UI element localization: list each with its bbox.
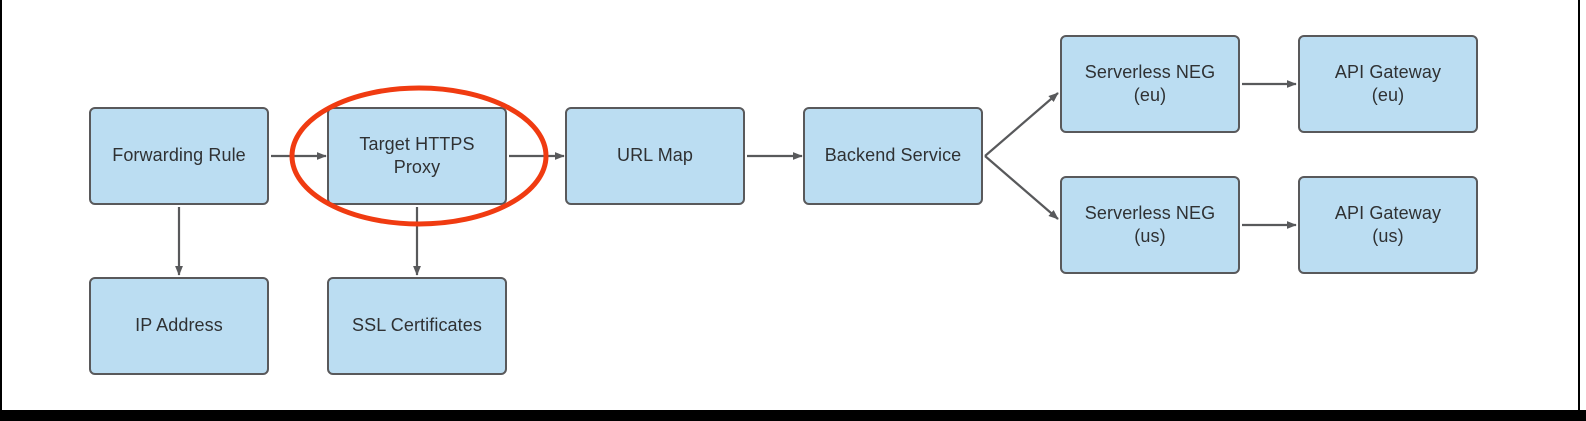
node-target-https-proxy[interactable]: Target HTTPS Proxy <box>327 107 507 205</box>
page-border-right <box>1578 0 1580 421</box>
node-api-gateway-us[interactable]: API Gateway (us) <box>1298 176 1478 274</box>
node-ssl-certificates[interactable]: SSL Certificates <box>327 277 507 375</box>
node-ssl-certificates-label: SSL Certificates <box>352 315 482 336</box>
node-ip-address[interactable]: IP Address <box>89 277 269 375</box>
node-serverless-neg-us-label: Serverless NEG (us) <box>1084 202 1216 246</box>
node-backend-service[interactable]: Backend Service <box>803 107 983 205</box>
node-url-map[interactable]: URL Map <box>565 107 745 205</box>
node-api-gateway-us-label: API Gateway (us) <box>1334 202 1442 246</box>
node-api-gateway-eu-label: API Gateway (eu) <box>1334 61 1442 105</box>
node-serverless-neg-eu-label: Serverless NEG (eu) <box>1084 61 1216 105</box>
node-forwarding-rule-label: Forwarding Rule <box>112 145 246 166</box>
page-border-bottom <box>0 410 1586 421</box>
node-url-map-label: URL Map <box>616 145 694 166</box>
node-serverless-neg-us[interactable]: Serverless NEG (us) <box>1060 176 1240 274</box>
node-serverless-neg-eu[interactable]: Serverless NEG (eu) <box>1060 35 1240 133</box>
node-backend-service-label: Backend Service <box>824 145 962 166</box>
node-forwarding-rule[interactable]: Forwarding Rule <box>89 107 269 205</box>
edge-backend-to-neg-eu <box>984 92 1059 157</box>
node-ip-address-label: IP Address <box>135 315 223 336</box>
node-target-https-proxy-label: Target HTTPS Proxy <box>359 133 475 177</box>
node-api-gateway-eu[interactable]: API Gateway (eu) <box>1298 35 1478 133</box>
edge-backend-to-neg-us <box>984 155 1059 220</box>
page-border-left <box>0 0 2 421</box>
